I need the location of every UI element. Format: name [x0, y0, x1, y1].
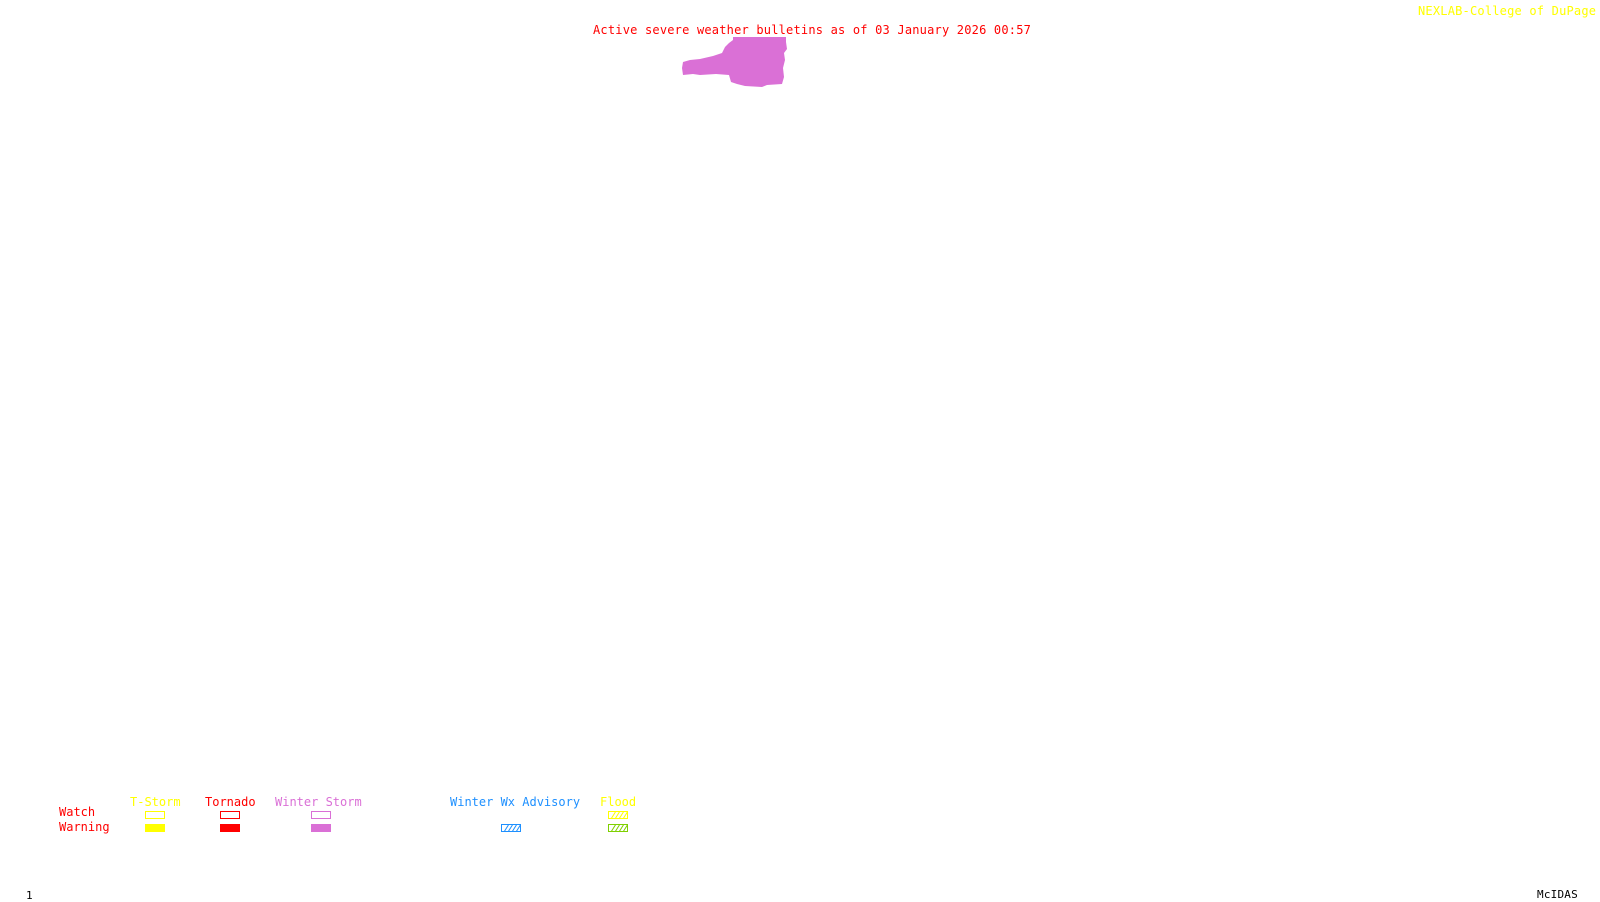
- flood-warning-swatch: [608, 824, 628, 832]
- tornado-warning-swatch: [220, 824, 240, 832]
- winter-wx-advisory-swatch: [501, 824, 521, 832]
- legend-col-winter-wx-advisory: Winter Wx Advisory: [450, 795, 581, 809]
- tornado-watch-swatch: [220, 811, 240, 819]
- frame-number: 1: [26, 889, 33, 902]
- credit-label: NEXLAB-College of DuPage ↖: [1418, 4, 1600, 18]
- legend-row-warning: Warning: [59, 820, 110, 834]
- legend-col-winter-storm: Winter Storm: [275, 795, 362, 809]
- winter-storm-warning-swatch: [311, 824, 331, 832]
- legend-row-watch: Watch: [59, 805, 96, 819]
- software-label: McIDAS: [1537, 888, 1578, 901]
- map-title: Active severe weather bulletins as of 03…: [593, 23, 1032, 37]
- legend-col-tornado: Tornado: [205, 795, 256, 809]
- flood-watch-swatch: [608, 811, 628, 819]
- winter-storm-warning-area[interactable]: [682, 37, 787, 87]
- winter-storm-watch-swatch: [311, 811, 331, 819]
- tstorm-warning-swatch: [145, 824, 165, 832]
- tstorm-watch-swatch: [145, 811, 165, 819]
- legend-col-tstorm: T-Storm: [130, 795, 181, 809]
- legend-col-flood: Flood: [600, 795, 637, 809]
